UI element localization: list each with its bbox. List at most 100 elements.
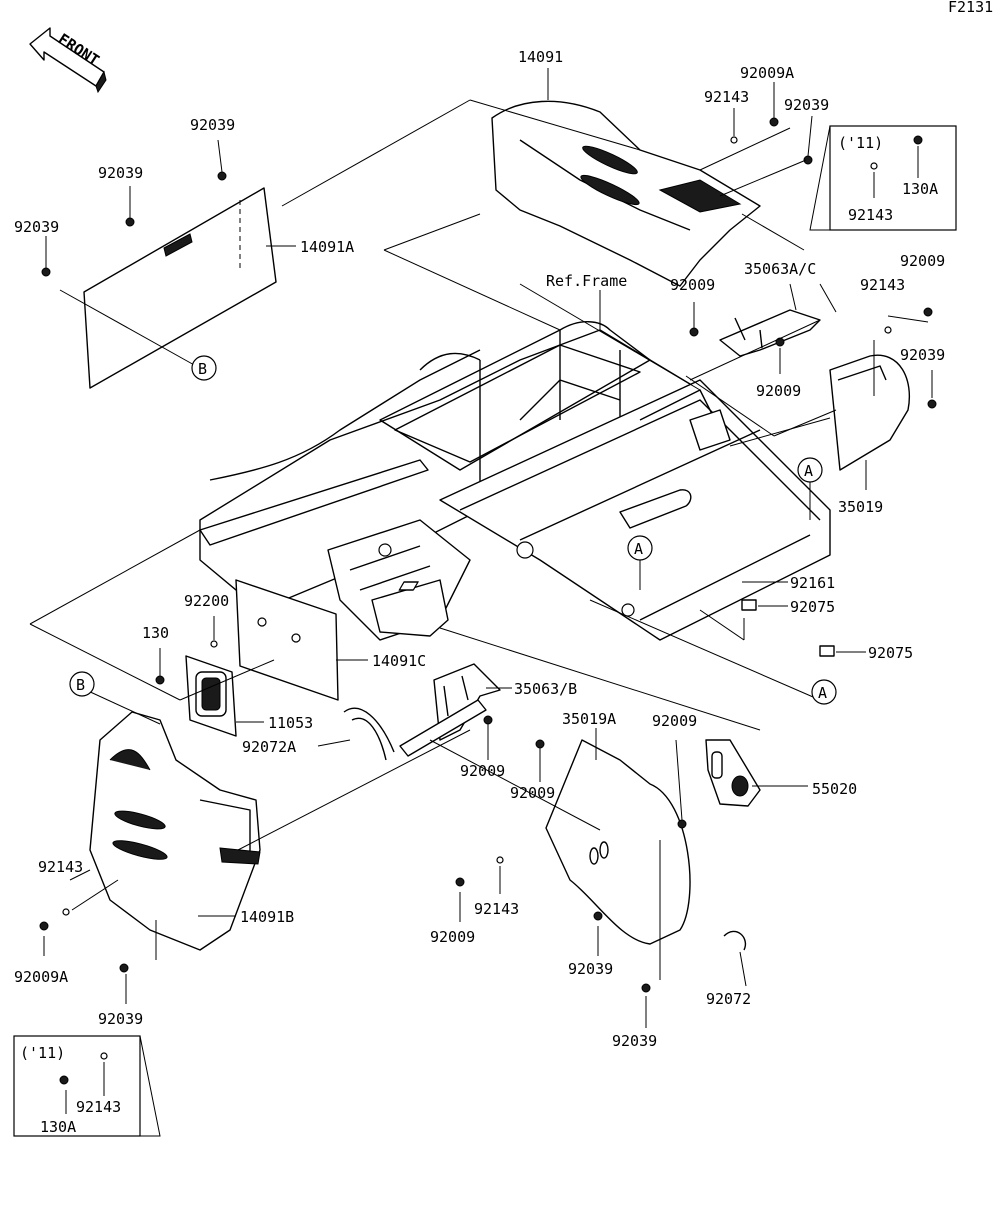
callout-B-top: B bbox=[191, 355, 217, 381]
label-55020: 55020 bbox=[812, 780, 857, 798]
callout-A-right-text: A bbox=[804, 462, 813, 480]
label-92075-a: 92075 bbox=[790, 598, 835, 616]
label-130A-top: 130A bbox=[902, 180, 938, 198]
label-92039-c: 92039 bbox=[14, 218, 59, 236]
bolt-icon bbox=[483, 715, 493, 725]
bolt-icon bbox=[927, 399, 937, 409]
label-92072A: 92072A bbox=[242, 738, 296, 756]
label-92009-r2: 92009 bbox=[900, 252, 945, 270]
label-92039-low2: 92039 bbox=[612, 1032, 657, 1050]
label-92009A-top: 92009A bbox=[740, 64, 794, 82]
leader-lines bbox=[29, 68, 933, 1114]
bolt-icon bbox=[769, 117, 779, 127]
washer-icon bbox=[496, 856, 504, 864]
bracket-35063AC bbox=[719, 309, 821, 357]
label-35019: 35019 bbox=[838, 498, 883, 516]
label-92161: 92161 bbox=[790, 574, 835, 592]
inset-11-bottom bbox=[13, 1035, 161, 1137]
washer-icon bbox=[62, 908, 70, 916]
label-92143-mid: 92143 bbox=[474, 900, 519, 918]
label-130A-bottom: 130A bbox=[40, 1118, 76, 1136]
bolt-icon bbox=[593, 911, 603, 921]
label-14091: 14091 bbox=[518, 48, 563, 66]
callout-A-low: A bbox=[811, 679, 837, 705]
bolt-icon bbox=[41, 267, 51, 277]
label-92143-left: 92143 bbox=[38, 858, 83, 876]
label-92072: 92072 bbox=[706, 990, 751, 1008]
bolt-icon bbox=[155, 675, 165, 685]
bolt-icon bbox=[217, 171, 227, 181]
bolt-icon bbox=[775, 337, 785, 347]
label-92039-b: 92039 bbox=[98, 164, 143, 182]
plate-14091C bbox=[235, 579, 339, 701]
bolt-icon bbox=[455, 877, 465, 887]
label-ref-frame: Ref.Frame bbox=[546, 272, 627, 290]
pad-92161 bbox=[398, 581, 419, 591]
washer-icon bbox=[210, 640, 218, 648]
label-92143-r: 92143 bbox=[860, 276, 905, 294]
label-92200: 92200 bbox=[184, 592, 229, 610]
fasteners bbox=[39, 117, 937, 1085]
callout-A-mid: A bbox=[627, 535, 653, 561]
label-92009-m3: 92009 bbox=[652, 712, 697, 730]
bolt-icon bbox=[39, 921, 49, 931]
callout-A-right: A bbox=[797, 457, 823, 483]
label-11053: 11053 bbox=[268, 714, 313, 732]
washer-icon bbox=[884, 326, 892, 334]
bolt-icon bbox=[689, 327, 699, 337]
callout-A-mid-text: A bbox=[634, 540, 643, 558]
figure-code: F2131 bbox=[948, 0, 993, 16]
callout-B-low-text: B bbox=[76, 676, 85, 694]
callout-A-low-text: A bbox=[818, 684, 827, 702]
bolt-icon bbox=[59, 1075, 69, 1085]
label-92009-m1: 92009 bbox=[460, 762, 505, 780]
label-92143-inset-top: 92143 bbox=[848, 206, 893, 224]
callout-B-top-text: B bbox=[198, 360, 207, 378]
bolt-icon bbox=[125, 217, 135, 227]
label-130: 130 bbox=[142, 624, 169, 642]
label-92039-left: 92039 bbox=[98, 1010, 143, 1028]
mud-guard-35019A bbox=[545, 739, 691, 945]
lower-left-cover bbox=[89, 711, 261, 951]
label-inset-11-bottom: ('11) bbox=[20, 1044, 65, 1062]
label-35063AC: 35063A/C bbox=[744, 260, 816, 278]
label-35019A: 35019A bbox=[562, 710, 616, 728]
bolt-icon bbox=[641, 983, 651, 993]
washer-icon bbox=[100, 1052, 108, 1060]
bolt-icon bbox=[535, 739, 545, 749]
label-14091A: 14091A bbox=[300, 238, 354, 256]
label-92039-a: 92039 bbox=[190, 116, 235, 134]
right-rear-panel bbox=[829, 354, 910, 471]
left-rear-panel bbox=[83, 187, 277, 389]
bolt-icon bbox=[913, 135, 923, 145]
label-92075-b: 92075 bbox=[868, 644, 913, 662]
callout-B-low: B bbox=[69, 671, 95, 697]
bracket-35063B bbox=[399, 663, 501, 757]
bolt-icon bbox=[923, 307, 933, 317]
washer-icon bbox=[730, 136, 738, 144]
main-frame bbox=[199, 321, 831, 641]
label-92039-r: 92039 bbox=[900, 346, 945, 364]
bracket-55020 bbox=[705, 739, 761, 807]
label-92143-inset-bottom: 92143 bbox=[76, 1098, 121, 1116]
label-inset-11-top: ('11) bbox=[838, 134, 883, 152]
label-92039-top-right: 92039 bbox=[784, 96, 829, 114]
label-92009-r1: 92009 bbox=[670, 276, 715, 294]
label-92009-r3: 92009 bbox=[756, 382, 801, 400]
label-92009-low: 92009 bbox=[430, 928, 475, 946]
label-92039-low1: 92039 bbox=[568, 960, 613, 978]
pad-92075-a bbox=[741, 599, 757, 611]
washer-icon bbox=[870, 162, 878, 170]
label-35063B: 35063/B bbox=[514, 680, 577, 698]
bolt-icon bbox=[119, 963, 129, 973]
label-14091C: 14091C bbox=[372, 652, 426, 670]
label-14091B: 14091B bbox=[240, 908, 294, 926]
inset-11-top bbox=[809, 125, 957, 231]
bolt-icon bbox=[677, 819, 687, 829]
label-92009-m2: 92009 bbox=[510, 784, 555, 802]
clip-92072 bbox=[723, 930, 747, 951]
part-labels: 14091 92009A 92143 92039 ('11) 130A 9214… bbox=[14, 48, 945, 1136]
rear-upper-cover bbox=[491, 100, 761, 287]
